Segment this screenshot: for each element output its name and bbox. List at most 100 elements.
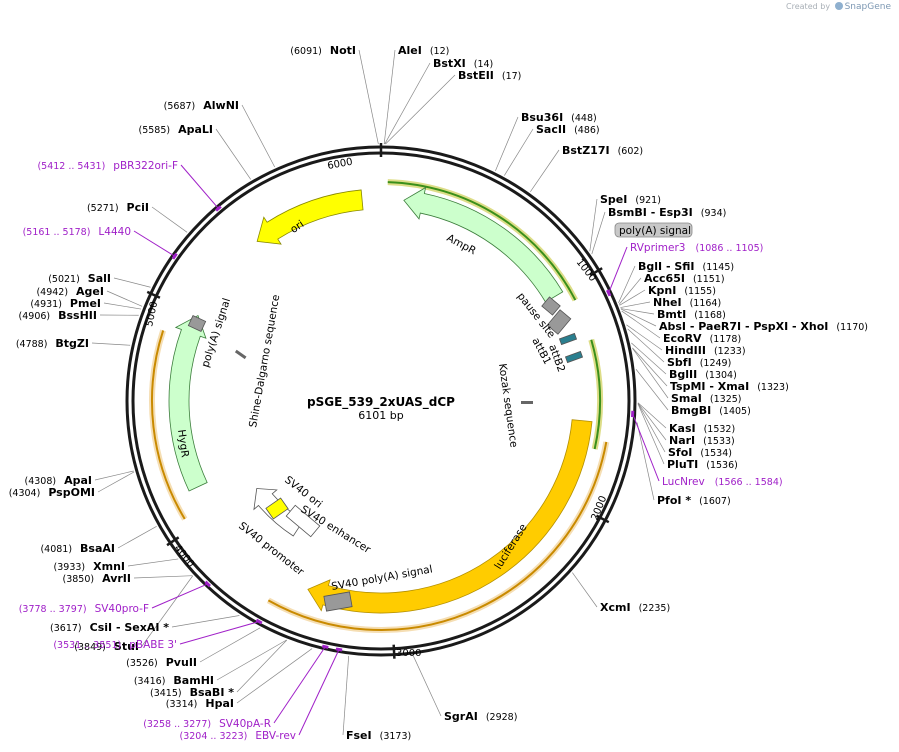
tick-3000: 3000: [396, 648, 421, 659]
enzyme-leader-line: [385, 74, 456, 145]
enzyme-label: PluTI(1536): [667, 458, 738, 471]
enzyme-label: SfoI(1534): [668, 446, 732, 459]
enzyme-name: PciI: [127, 201, 149, 214]
primer-leader-line: [179, 621, 260, 645]
enzyme-position: (602): [618, 146, 644, 157]
enzyme-leader-line: [106, 290, 143, 307]
enzyme-name: PvuII: [166, 656, 197, 669]
enzyme-position: (14): [474, 59, 494, 70]
enzyme-label: BstZ17I(602): [562, 144, 643, 157]
enzyme-leader-line: [620, 308, 657, 327]
attb1-box: [558, 332, 578, 346]
enzyme-label: BstXI(14): [433, 57, 493, 70]
enzyme-leader-line: [504, 128, 534, 176]
enzyme-name: AgeI: [76, 285, 104, 298]
enzyme-name: PfoI *: [657, 494, 691, 507]
enzyme-name: NheI: [653, 296, 682, 309]
enzyme-leader-line: [171, 615, 240, 628]
enzyme-leader-line: [572, 572, 598, 608]
enzyme-label: EcoRV(1178): [663, 332, 741, 345]
enzyme-label: (4788)BtgZI: [16, 337, 89, 350]
enzyme-name: SpeI: [600, 193, 627, 206]
sv40-polya-box: [323, 591, 353, 612]
primer-name: EBV-rev: [255, 730, 296, 742]
primer-mark: [335, 647, 343, 652]
enzyme-name: BssHII: [58, 309, 97, 322]
enzyme-position: (1145): [703, 262, 735, 273]
enzyme-name: StuI: [114, 640, 139, 653]
enzyme-label: SpeI(921): [600, 193, 661, 206]
enzyme-leader-line: [589, 198, 598, 252]
enzyme-label: KpnI(1155): [648, 284, 716, 297]
tick-6000: 6000: [327, 157, 354, 172]
enzyme-leader-line: [215, 128, 252, 180]
primer-leader-line: [608, 246, 628, 294]
enzyme-label: SmaI(1325): [671, 392, 742, 405]
enzyme-label: (4081)BsaAI: [40, 542, 115, 555]
pause-site-box-2: [546, 309, 572, 335]
enzyme-position: (1534): [700, 448, 732, 459]
plasmid-size: 6101 bp: [358, 409, 403, 422]
kozak-mark: [521, 401, 533, 404]
enzyme-position: (5687): [164, 101, 196, 112]
enzyme-label: (3933)XmnI: [54, 560, 125, 573]
polya-signal-box: poly(A) signal: [614, 222, 693, 238]
enzyme-leader-line: [199, 627, 261, 663]
enzyme-position: (3850): [63, 574, 95, 585]
enzyme-name: ApaLI: [178, 123, 213, 136]
credit-prefix: Created by: [786, 2, 831, 11]
enzyme-label: (4308)ApaI: [25, 474, 93, 487]
enzyme-label: BglII(1304): [669, 368, 737, 381]
enzyme-position: (4304): [9, 488, 41, 499]
enzyme-label: BglI - SfiI(1145): [638, 260, 734, 273]
enzyme-position: (1536): [706, 460, 738, 471]
enzyme-position: (1249): [700, 358, 732, 369]
enzyme-label: Bsu36I(448): [521, 111, 597, 124]
enzyme-position: (1151): [693, 274, 725, 285]
tick-mark: [392, 644, 396, 659]
enzyme-name: Bsu36I: [521, 111, 563, 124]
ampr-line-arc: [387, 181, 577, 301]
enzyme-leader-line: [618, 265, 636, 304]
primer-mark: [215, 205, 222, 212]
enzyme-position: (3849): [74, 642, 106, 653]
enzyme-leader-line: [127, 558, 179, 567]
primer-label: (3258 .. 3277)SV40pA-R: [143, 718, 271, 730]
enzyme-name: PspOMI: [48, 486, 95, 499]
enzyme-label: (3526) PvuII: [126, 656, 197, 669]
enzyme-name: ApaI: [64, 474, 92, 487]
enzyme-leader-line: [91, 342, 131, 346]
enzyme-leader-line: [632, 348, 669, 399]
enzyme-leader-line: [632, 347, 668, 387]
ori-arrow: [256, 189, 364, 245]
enzyme-position: (2235): [639, 603, 671, 614]
enzyme-label: FseI(3173): [346, 729, 411, 742]
primer-name: pBABE 3': [129, 639, 177, 651]
enzyme-position: (1178): [710, 334, 742, 345]
tick-5000: 5000: [144, 300, 160, 327]
enzyme-leader-line: [636, 422, 655, 501]
enzyme-position: (3526): [126, 658, 158, 669]
enzyme-leader-line: [141, 575, 193, 647]
primer-leader-line: [298, 649, 340, 736]
enzyme-label: (3617)CsiI - SexAI *: [50, 621, 169, 634]
primer-name: RVprimer3: [630, 242, 686, 254]
enzyme-leader-line: [627, 328, 665, 363]
enzyme-position: (12): [430, 46, 450, 57]
enzyme-position: (5021): [48, 274, 80, 285]
enzyme-leader-line: [103, 302, 142, 310]
enzyme-label: NarI(1533): [669, 434, 735, 447]
enzyme-leader-line: [384, 62, 431, 145]
enzyme-leader-line: [637, 402, 667, 441]
attb2-box: [564, 350, 584, 364]
tick-4000: 4000: [172, 543, 196, 570]
enzyme-name: CsiI - SexAI *: [90, 621, 170, 634]
luciferase-arrow: [307, 419, 593, 614]
enzyme-name: HpaI: [205, 697, 234, 710]
tick-mark: [589, 267, 603, 277]
enzyme-name: AbsI - PaeR7I - PspXI - XhoI: [659, 320, 828, 333]
enzyme-position: (4906): [19, 311, 51, 322]
enzyme-leader-line: [621, 310, 661, 339]
enzyme-name: SacII: [536, 123, 566, 136]
enzyme-name: Acc65I: [644, 272, 685, 285]
